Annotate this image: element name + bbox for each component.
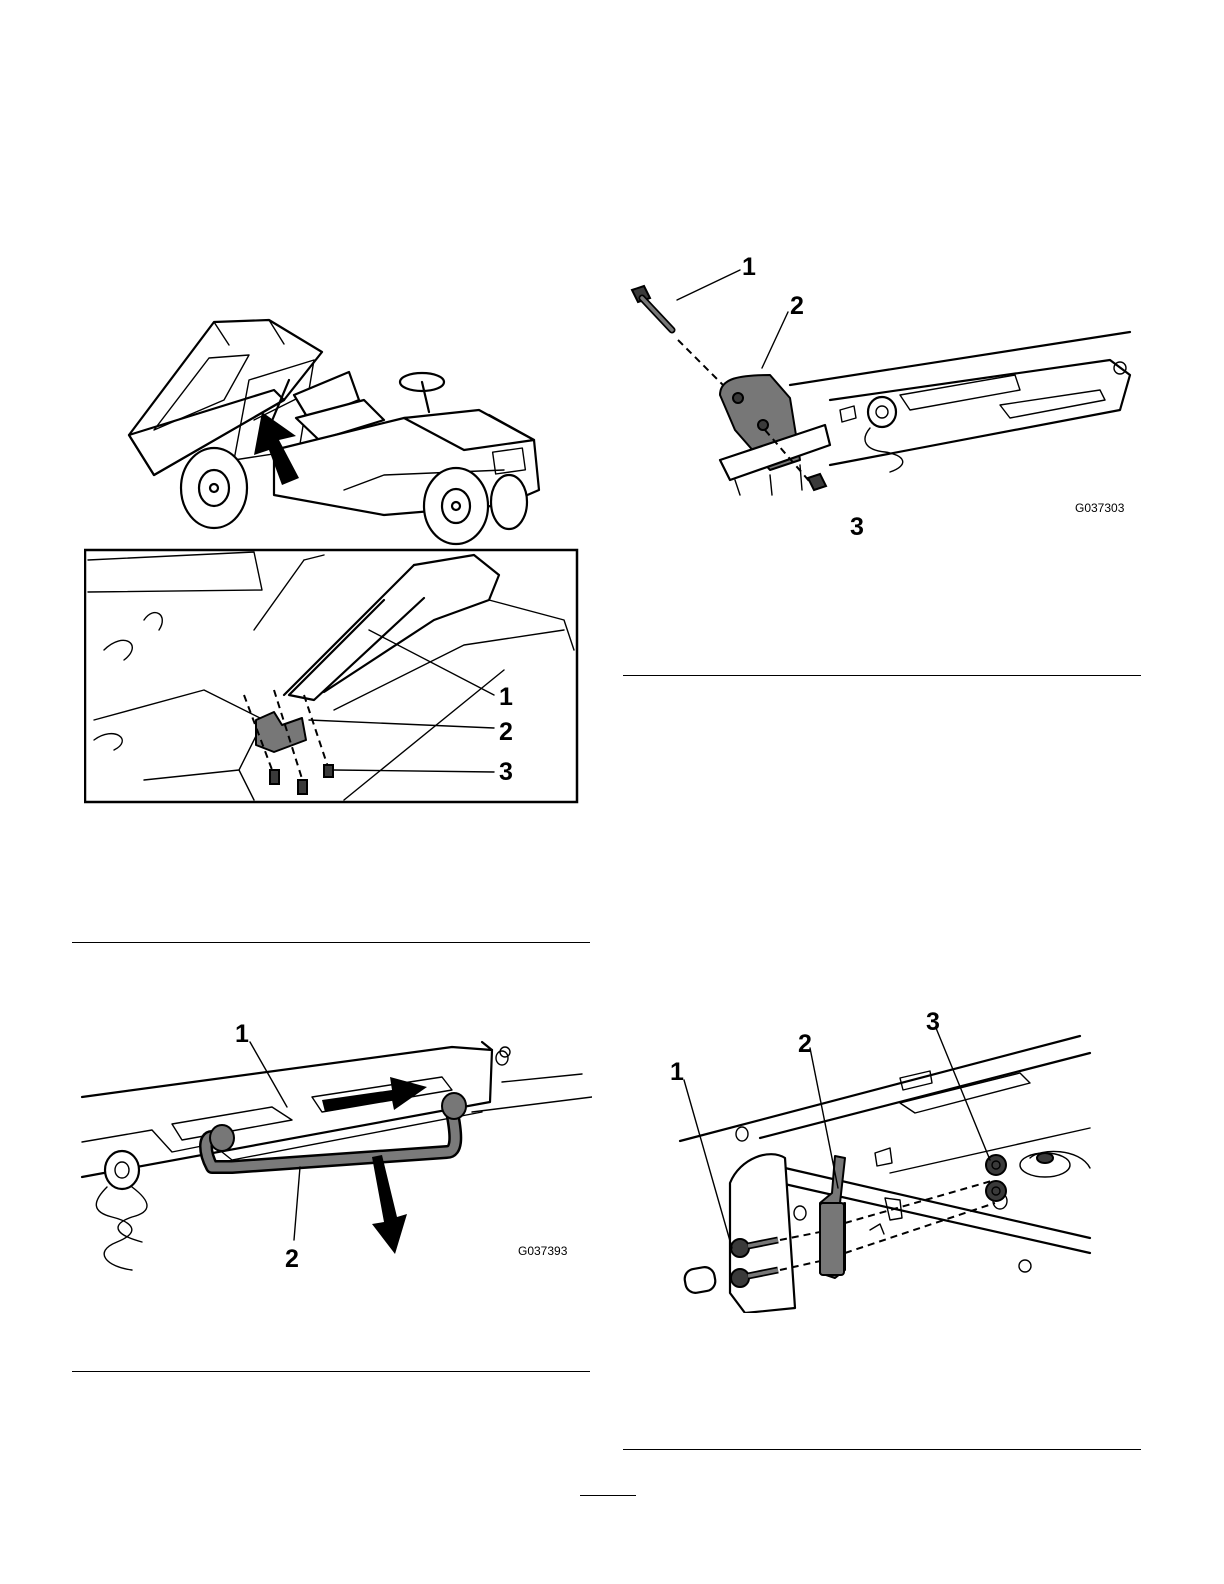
callout-2: 2 <box>499 718 513 746</box>
rod-end-left <box>210 1125 234 1151</box>
figure-vehicle-bed: 1 2 3 <box>84 300 584 805</box>
separator-rule <box>623 675 1141 676</box>
bracket-illustration: 1 2 3 <box>660 1008 1095 1313</box>
nuts <box>986 1155 1006 1201</box>
separator-rule <box>72 942 590 943</box>
separator-rule <box>72 1371 590 1372</box>
callout-1: 1 <box>742 253 756 281</box>
figure-bed-support: 1 2 G037393 <box>72 1012 592 1280</box>
nut <box>808 474 826 490</box>
bolt <box>632 286 672 330</box>
rear-wheel <box>181 448 247 528</box>
figure-code: G037303 <box>1075 501 1125 515</box>
callout-1: 1 <box>499 683 513 711</box>
callout-2: 2 <box>285 1245 299 1273</box>
separator-rule <box>623 1449 1141 1450</box>
callout-2: 2 <box>798 1030 812 1058</box>
callout-3: 3 <box>850 513 864 541</box>
front-wheel <box>424 468 527 544</box>
frame-rail <box>790 332 1130 465</box>
figure-bracket: 1 2 3 <box>660 1008 1095 1313</box>
steering-wheel <box>400 373 444 412</box>
page-number-rule <box>580 1495 636 1496</box>
callout-2: 2 <box>790 292 804 320</box>
bracket-plate <box>820 1156 845 1278</box>
callout-1: 1 <box>235 1020 249 1048</box>
shock-absorber <box>96 1151 147 1270</box>
callout-1: 1 <box>670 1058 684 1086</box>
rod-end-right <box>442 1093 466 1119</box>
figure-code: G037393 <box>518 1244 568 1258</box>
bed-support-illustration: 1 2 G037393 <box>72 1012 592 1280</box>
callout-3: 3 <box>926 1008 940 1036</box>
hinge-bolt-illustration: 1 2 3 G037303 <box>620 250 1140 545</box>
figure-hinge-bolt: 1 2 3 G037303 <box>620 250 1140 545</box>
pull-arrow <box>372 1155 407 1254</box>
vehicle-bed-illustration: 1 2 3 <box>84 300 584 805</box>
callout-3: 3 <box>499 758 513 786</box>
